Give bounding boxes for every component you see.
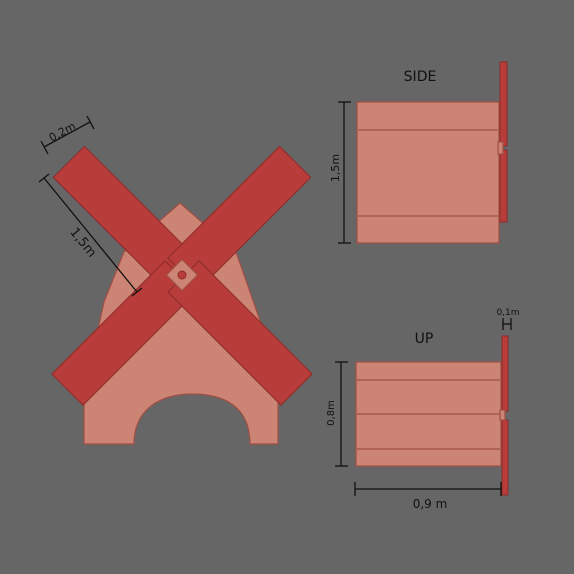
depth-label: 0,8m xyxy=(326,400,337,426)
top-blade-lower xyxy=(501,419,509,496)
hub-bolt xyxy=(177,270,187,280)
top-blade-upper xyxy=(501,335,509,412)
windmill-body xyxy=(83,202,279,445)
windmill-sails xyxy=(51,145,313,406)
side-view: SIDE 1,5m xyxy=(329,61,508,244)
top-view-title: UP xyxy=(415,331,434,347)
side-view-title: SIDE xyxy=(404,69,437,85)
depth-dimension: 0,8m xyxy=(326,361,348,467)
front-view: 0,2m 1,5m xyxy=(38,115,313,445)
side-height-dimension: 1,5m xyxy=(329,101,351,244)
thickness-label: 0,1m xyxy=(496,308,519,318)
side-blade-upper xyxy=(499,61,508,147)
blade-width-label: 0,2m xyxy=(47,119,78,144)
blade-length-label: 1,5m xyxy=(66,225,99,260)
side-body xyxy=(356,101,500,244)
top-hub xyxy=(499,409,506,421)
top-view: UP 0,1m 0,8m 0,9 m xyxy=(326,308,520,511)
side-hub xyxy=(497,141,504,155)
width-dimension: 0,9 m xyxy=(354,482,502,511)
thickness-dimension: 0,1m xyxy=(496,308,520,330)
width-label: 0,9 m xyxy=(413,497,448,511)
side-blade-lower xyxy=(499,149,508,223)
side-height-label: 1,5m xyxy=(329,154,342,182)
